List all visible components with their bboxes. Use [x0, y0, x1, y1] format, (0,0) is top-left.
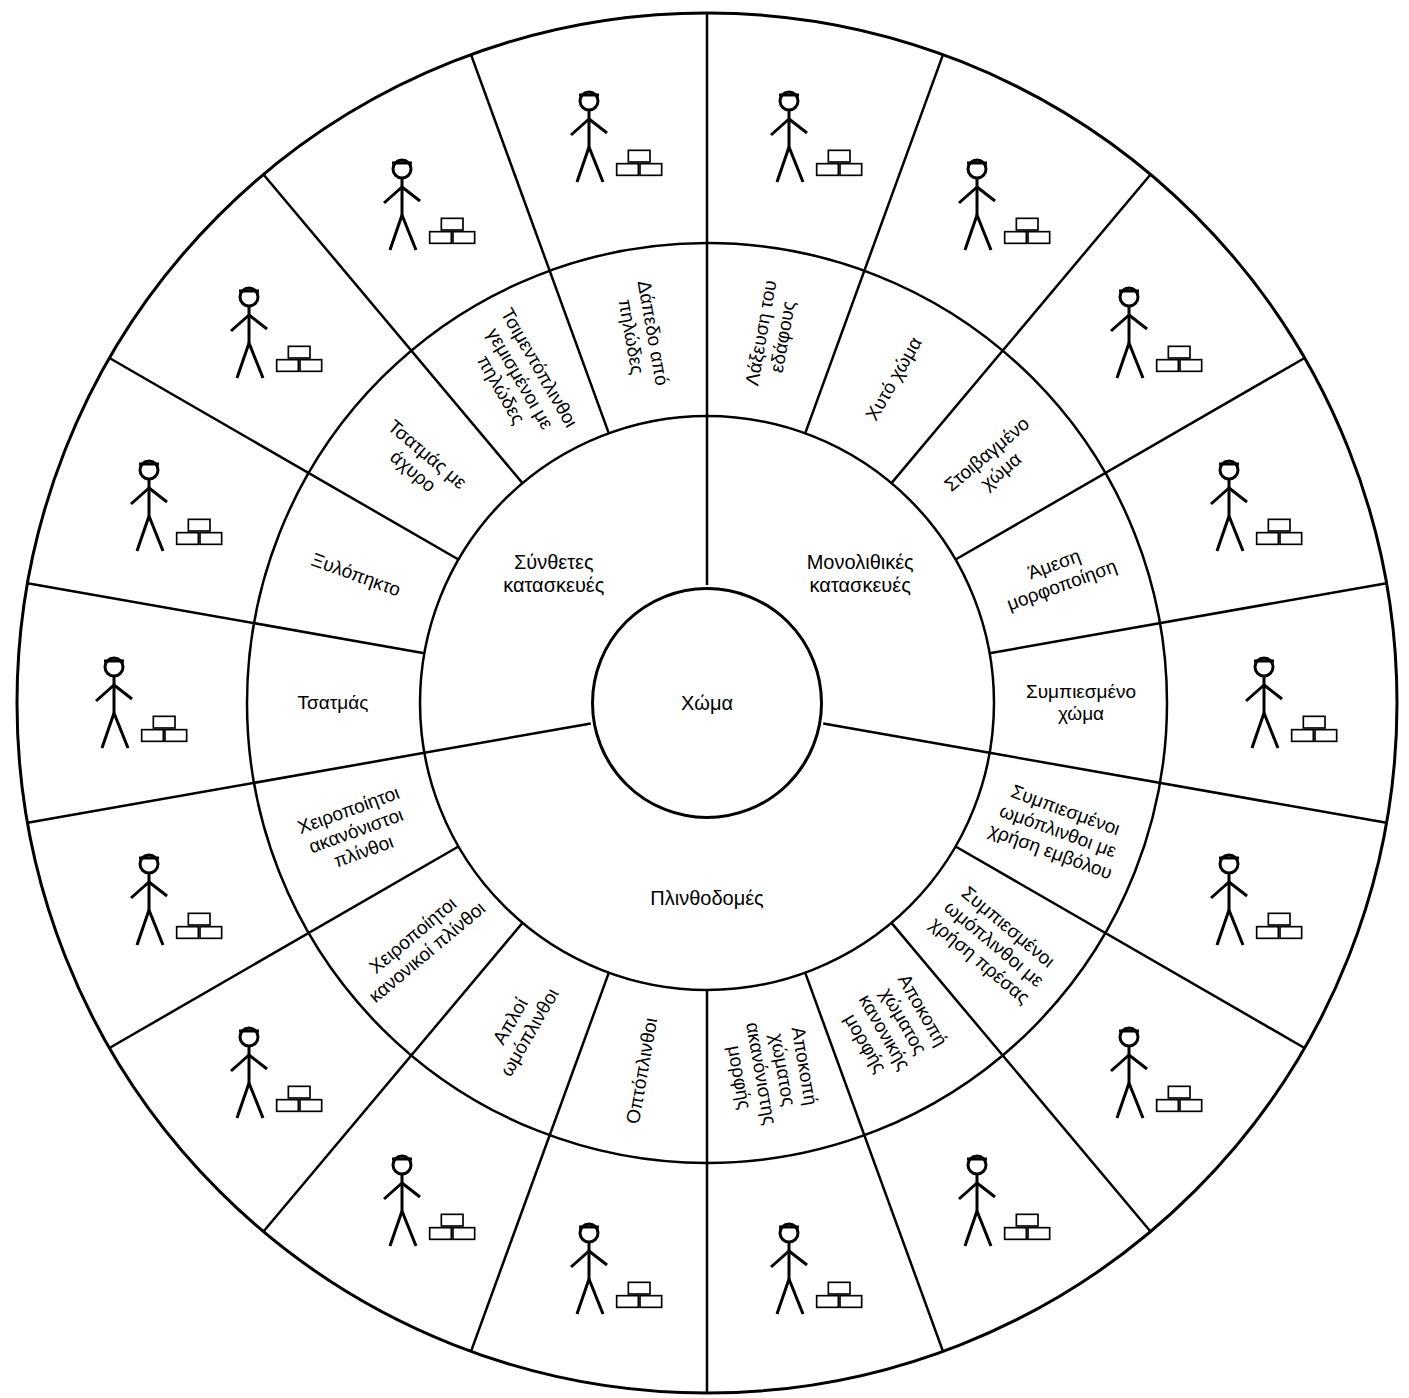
method-sector: Τσιμεντόπλινθοι γεμισμένοι με πηλώδες: [454, 298, 586, 461]
earth-blocks: [177, 519, 222, 544]
method-sector: Αποκοπή χώματος κανονικής μορφής: [819, 940, 970, 1114]
method-sector: Λάξευση του εδάφους: [737, 257, 806, 412]
node-label: Αποκοπή χώματος κανονικής μορφής: [819, 940, 970, 1114]
earth-blocks: [430, 218, 475, 243]
node-label: Τσατμάς: [258, 692, 408, 714]
node-label: Συμπιεσμένο χώμα: [1006, 681, 1156, 725]
worker-figure: [771, 1224, 807, 1314]
worker-figure: [1246, 658, 1282, 748]
node-label: Στοιβαγμένο χώμα: [922, 398, 1065, 528]
node-label: Σύνθετες κατασκευές: [469, 551, 639, 597]
worker-figure: [231, 1028, 267, 1118]
earth-blocks: [277, 346, 322, 371]
method-sector: Συμπιεσμένο χώμα: [1006, 681, 1156, 725]
node-label: Χυτό χώμα: [847, 309, 941, 450]
node-label: Χώμα: [681, 692, 733, 715]
sector-divider: [706, 13, 709, 416]
center-circle: Χώμα: [591, 587, 823, 819]
group-sector: Μονολιθικές κατασκευές: [775, 551, 945, 597]
worker-figure: [96, 658, 132, 748]
sector-divider: [805, 55, 943, 434]
method-sector: Άμεση μορφοποίηση: [980, 529, 1136, 621]
worker-figures: [96, 92, 1337, 1314]
method-sector: Χειροποίητοι ακανόνιστοι πλίνθοι: [274, 774, 437, 887]
earth-blocks: [1257, 519, 1302, 544]
method-sector: Συμπιεσμένοι ωμόπλινθοι με χρήση εμβόλου: [977, 774, 1140, 887]
earth-blocks: [1157, 346, 1202, 371]
group-ring: [420, 416, 994, 990]
worker-figure: [571, 92, 607, 182]
outer-ring: [17, 13, 1397, 1393]
earth-blocks: [177, 913, 222, 938]
earth-blocks: [1157, 1086, 1202, 1111]
group-sector: Πλινθοδομές: [650, 887, 763, 910]
sector-divider: [823, 723, 989, 752]
worker-figure: [959, 160, 995, 250]
worker-figure: [771, 92, 807, 182]
worker-figure: [1211, 855, 1247, 945]
worker-figure: [1111, 288, 1147, 378]
method-sector: Στοιβαγμένο χώμα: [922, 398, 1065, 528]
node-label: Αποκοπή χώματος ακανόνιστης μορφής: [716, 990, 828, 1153]
node-label: Απλοί ωμόπλινθοι: [464, 951, 577, 1103]
worker-figure: [1111, 1028, 1147, 1118]
earth-blocks: [430, 1214, 475, 1239]
earth-blocks: [817, 1282, 862, 1307]
worker-figure: [231, 288, 267, 378]
node-label: Ξυλόπηκτο: [281, 539, 429, 611]
group-sector: Σύνθετες κατασκευές: [469, 551, 639, 597]
worker-figure: [384, 160, 420, 250]
worker-figure: [1211, 461, 1247, 551]
node-label: Δάπεδο από πηλώδες: [608, 257, 677, 412]
earth-blocks: [142, 716, 187, 741]
method-sector: Δάπεδο από πηλώδες: [608, 257, 677, 412]
node-label: Μονολιθικές κατασκευές: [775, 551, 945, 597]
earth-blocks: [1257, 913, 1302, 938]
earth-blocks: [1292, 716, 1337, 741]
method-sector: Αποκοπή χώματος ακανόνιστης μορφής: [716, 990, 828, 1153]
sector-divider: [424, 723, 590, 752]
method-sector: Συμπιεσμένοι ωμόπλινθοι με χρήση πρέσας: [915, 870, 1072, 1017]
worker-figure: [131, 855, 167, 945]
method-sector: Απλοί ωμόπλινθοι: [464, 951, 577, 1103]
earth-blocks: [1005, 218, 1050, 243]
node-label: Άμεση μορφοποίηση: [980, 529, 1136, 621]
sector-divider: [706, 416, 709, 585]
node-label: Συμπιεσμένοι ωμόπλινθοι με χρήση εμβόλου: [977, 774, 1140, 887]
node-label: Συμπιεσμένοι ωμόπλινθοι με χρήση πρέσας: [915, 870, 1072, 1017]
node-label: Οπτόπλινθοι: [618, 996, 666, 1148]
node-label: Πλινθοδομές: [650, 887, 763, 910]
earth-blocks: [617, 150, 662, 175]
earth-blocks: [617, 1282, 662, 1307]
method-sector: Ξυλόπηκτο: [281, 539, 429, 611]
earth-blocks: [277, 1086, 322, 1111]
worker-figure: [384, 1156, 420, 1246]
method-sector: Οπτόπλινθοι: [618, 996, 666, 1148]
method-sector: Τσατμάς: [258, 692, 408, 714]
worker-figure: [571, 1224, 607, 1314]
sector-divider: [706, 990, 709, 1393]
sector-divider: [27, 583, 424, 653]
method-sector: Χυτό χώμα: [847, 309, 941, 450]
node-label: Τσιμεντόπλινθοι γεμισμένοι με πηλώδες: [454, 298, 586, 461]
node-label: Λάξευση του εδάφους: [737, 257, 806, 412]
node-label: Τσατμάς με άχυρο: [349, 398, 492, 528]
method-sector: Τσατμάς με άχυρο: [349, 398, 492, 528]
earth-blocks: [817, 150, 862, 175]
node-label: Χειροποίητοι κανονικοί πλίνθοι: [349, 878, 492, 1008]
earth-blocks: [1005, 1214, 1050, 1239]
node-label: Χειροποίητοι ακανόνιστοι πλίνθοι: [274, 774, 437, 887]
worker-figure: [959, 1156, 995, 1246]
method-sector: Χειροποίητοι κανονικοί πλίνθοι: [349, 878, 492, 1008]
worker-figure: [131, 461, 167, 551]
